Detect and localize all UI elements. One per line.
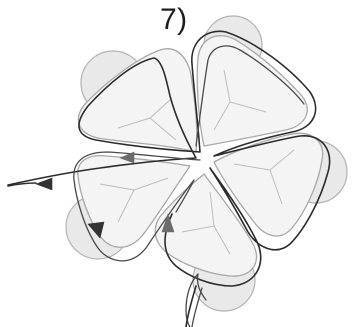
arrow-entry-left	[36, 178, 52, 190]
